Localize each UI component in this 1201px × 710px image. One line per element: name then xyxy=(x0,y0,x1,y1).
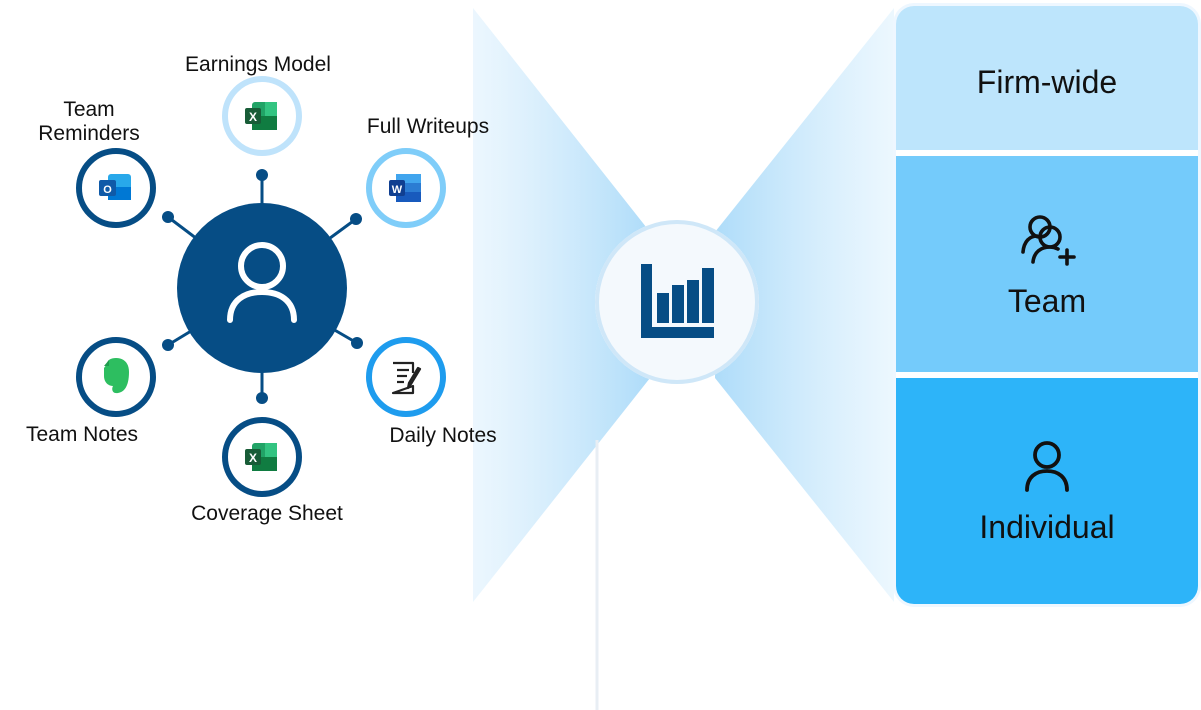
center-node xyxy=(595,220,759,384)
excel-icon: X xyxy=(245,102,277,130)
evernote-icon xyxy=(104,358,129,394)
user-icon xyxy=(227,242,297,323)
app-node-team-notes xyxy=(76,337,156,417)
tier-firm-wide: Firm-wide xyxy=(896,6,1198,150)
label-coverage-sheet: Coverage Sheet xyxy=(191,502,343,525)
tier-individual: Individual xyxy=(896,378,1198,604)
outlook-icon: O xyxy=(99,174,131,200)
notepad-icon xyxy=(391,361,422,395)
app-node-coverage-sheet: X xyxy=(222,417,302,497)
app-node-daily-notes xyxy=(366,337,446,417)
connector-dots xyxy=(162,169,363,404)
app-node-full-writeups: W xyxy=(366,148,446,228)
tier-label: Individual xyxy=(979,509,1115,545)
tier-team: Team xyxy=(896,156,1198,372)
svg-text:O: O xyxy=(103,184,112,196)
left-funnel xyxy=(473,8,650,602)
tier-label: Team xyxy=(1007,283,1087,319)
label-earnings-model: Earnings Model xyxy=(185,53,331,76)
user-icon xyxy=(1025,441,1069,492)
excel-icon: X xyxy=(245,443,277,471)
app-node-team-reminders: O xyxy=(76,148,156,228)
access-tiers-panel: Firm-wide Team I xyxy=(896,6,1198,604)
svg-text:X: X xyxy=(249,451,257,465)
word-icon: W xyxy=(389,174,421,202)
svg-text:W: W xyxy=(392,184,403,196)
label-team-reminders: Team Reminders xyxy=(38,98,140,145)
team-add-icon xyxy=(1021,215,1076,266)
label-full-writeups: Full Writeups xyxy=(366,115,490,138)
hub-node xyxy=(177,203,347,373)
label-daily-notes: Daily Notes xyxy=(389,424,497,447)
bar-chart-icon xyxy=(641,264,714,338)
svg-text:X: X xyxy=(249,110,257,124)
tier-label: Firm-wide xyxy=(976,64,1118,100)
label-team-notes: Team Notes xyxy=(25,423,139,446)
right-funnel xyxy=(715,8,894,602)
app-node-earnings-model: X xyxy=(222,76,302,156)
